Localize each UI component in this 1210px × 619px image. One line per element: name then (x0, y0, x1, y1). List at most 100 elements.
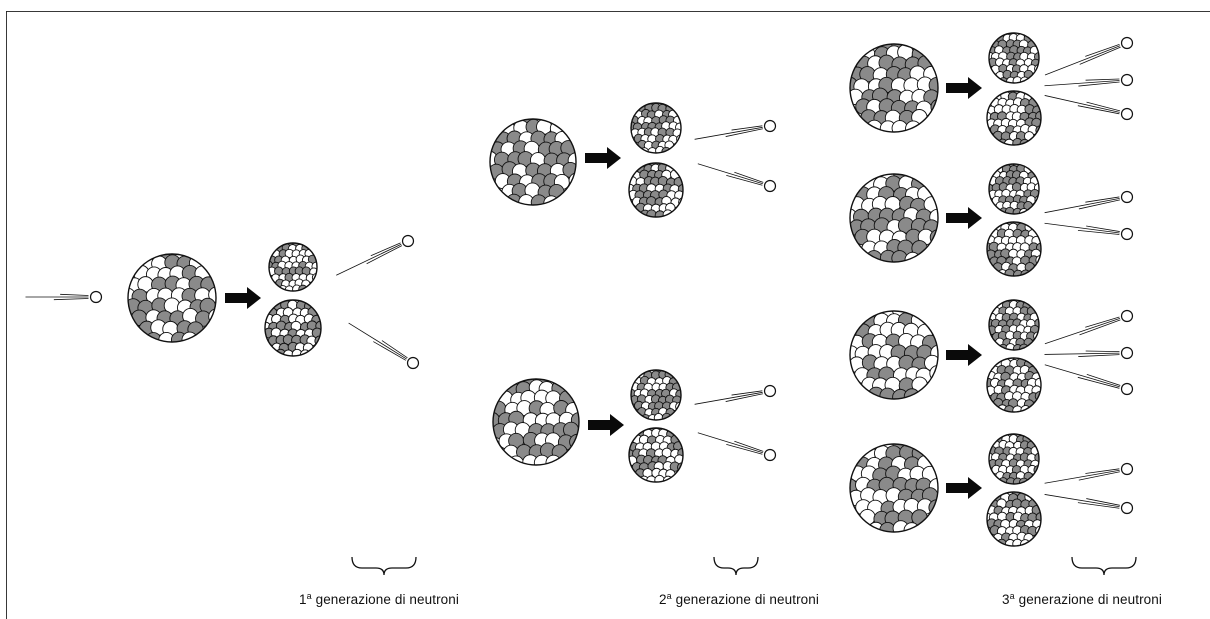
fission-arrow (588, 414, 624, 436)
emitted-neutron (1045, 464, 1133, 484)
neutron-circle (408, 358, 419, 369)
fragment-nucleus (982, 216, 1046, 280)
neutron-circle (1122, 464, 1133, 475)
nucleon-cluster (982, 486, 1045, 549)
nucleon-cluster (984, 295, 1043, 354)
fragment-nucleus (625, 157, 688, 221)
fragment-nucleus (982, 486, 1045, 549)
fragment-nucleus (984, 295, 1043, 354)
generation-brace-2 (714, 557, 758, 575)
motion-line (1045, 365, 1120, 387)
generation-text: generazione di neutroni (316, 592, 459, 607)
fragment-nucleus (264, 238, 321, 295)
proton-ball (655, 475, 664, 484)
nucleus-third-gen (841, 164, 945, 268)
motion-line (373, 342, 406, 361)
neutron-ball (678, 463, 687, 472)
neutron-circle (765, 386, 776, 397)
motion-line (336, 244, 401, 275)
emitted-neutron (1045, 365, 1133, 395)
neutron-ball (930, 230, 945, 245)
nucleon-cluster (482, 109, 584, 210)
frame-top-border (6, 11, 1210, 12)
fission-arrow (585, 147, 621, 169)
motion-line (734, 172, 763, 182)
emitted-neutron (349, 323, 419, 368)
nucleon-cluster (843, 301, 946, 405)
nucleon-cluster (120, 245, 224, 348)
neutron-circle (91, 292, 102, 303)
motion-line (1086, 351, 1120, 352)
ordinal-superscript: a (1010, 591, 1015, 601)
neutron-circle (1122, 192, 1133, 203)
nucleus-third-gen (842, 34, 946, 136)
emitted-neutron (695, 121, 776, 140)
motion-line (1045, 198, 1120, 212)
nucleon-cluster (984, 429, 1043, 487)
motion-line (698, 433, 763, 453)
fragment-nucleus (982, 85, 1045, 149)
emitted-neutron (1045, 75, 1133, 87)
motion-line (367, 246, 402, 264)
emitted-neutron (1045, 38, 1132, 75)
motion-line (1086, 79, 1120, 80)
motion-line (60, 294, 88, 295)
motion-line (1087, 102, 1120, 111)
nucleon-cluster (982, 216, 1046, 280)
proton-ball (654, 413, 663, 422)
neutron-circle (1122, 38, 1133, 49)
nucleon-cluster (982, 85, 1045, 149)
fragment-nucleus (627, 98, 685, 157)
emitted-neutron (1045, 348, 1133, 359)
neutron-circle (1122, 384, 1133, 395)
nucleon-cluster (984, 158, 1043, 217)
ordinal-superscript: a (307, 591, 312, 601)
nucleon-cluster (842, 434, 945, 538)
motion-line (1045, 223, 1120, 233)
fission-arrow (225, 287, 261, 309)
generation-label-2: 2a generazione di neutroni (659, 592, 819, 607)
motion-line (698, 164, 763, 184)
motion-line (734, 441, 763, 451)
motion-line (1078, 355, 1119, 357)
neutron-circle (1122, 311, 1133, 322)
proton-ball (209, 309, 224, 324)
neutron-circle (765, 181, 776, 192)
motion-line (1045, 46, 1120, 75)
neutron-circle (1122, 109, 1133, 120)
fragment-nucleus (984, 158, 1043, 217)
motion-line (349, 323, 407, 359)
nucleus-second-gen (484, 370, 586, 471)
nucleon-cluster (627, 365, 685, 423)
fission-arrow (946, 477, 982, 499)
emitted-neutron (1045, 192, 1133, 213)
neutron-circle (765, 450, 776, 461)
motion-line (1045, 318, 1120, 343)
ordinal-superscript: a (667, 591, 672, 601)
motion-line (1078, 106, 1120, 114)
frame-left-border (6, 11, 7, 619)
neutron-circle (1122, 348, 1133, 359)
fragment-nucleus (984, 429, 1043, 487)
nucleus-third-gen (843, 301, 946, 405)
fragment-nucleus (627, 365, 685, 423)
motion-line (54, 299, 89, 300)
nucleon-cluster (484, 370, 586, 471)
motion-line (1079, 200, 1120, 209)
generation-label-3: 3a generazione di neutroni (1002, 592, 1162, 607)
emitted-neutron (1045, 95, 1133, 119)
generation-text: generazione di neutroni (676, 592, 819, 607)
generation-number: 3 (1002, 592, 1010, 607)
nucleon-cluster (264, 238, 321, 295)
neutron-circle (1122, 75, 1133, 86)
fragment-nucleus (261, 294, 326, 360)
motion-line (1045, 470, 1120, 483)
emitted-neutron (336, 236, 413, 276)
neutron-ball (647, 210, 656, 219)
nucleon-cluster (842, 34, 946, 136)
neutron-circle (1122, 503, 1133, 514)
motion-line (1045, 95, 1120, 112)
nucleon-cluster (983, 352, 1045, 416)
proton-ball (930, 366, 945, 381)
